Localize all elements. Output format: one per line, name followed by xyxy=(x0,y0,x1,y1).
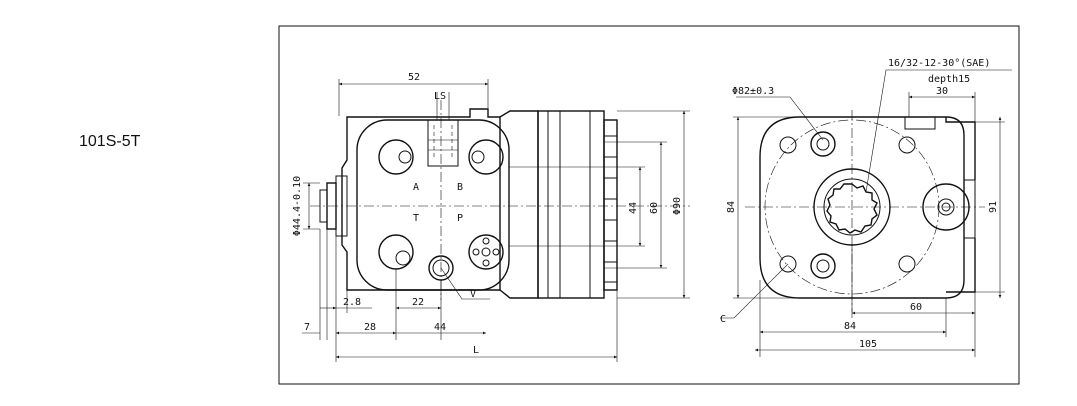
port-v-label: V xyxy=(470,289,476,300)
port-ls-label: LS xyxy=(434,91,446,102)
drawing-frame xyxy=(278,25,1020,385)
dim-60-label: 60 xyxy=(649,202,660,214)
dim-44-right-label: 44 xyxy=(628,202,639,214)
dim-dia82-label: Φ82±0.3 xyxy=(732,86,774,97)
dim-30-label: 30 xyxy=(936,86,948,97)
front-dim-105-label: 105 xyxy=(859,339,877,350)
front-dim-60-label: 60 xyxy=(910,302,922,313)
dim-28-label: 28 xyxy=(364,322,376,333)
front-dim-84-label: 84 xyxy=(844,321,856,332)
model-label: 101S-5T xyxy=(79,133,141,150)
side-view: 52 LS A B T P V Φ44.4-0.10 2.8 22 7 28 4… xyxy=(292,72,690,362)
dim-84-left-label: 84 xyxy=(726,201,737,213)
dim-L-label: L xyxy=(473,345,479,356)
dim-52-label: 52 xyxy=(408,72,420,83)
dim-22-label: 22 xyxy=(412,297,424,308)
label-c: C xyxy=(720,314,726,325)
spline-depth-label: depth15 xyxy=(928,74,970,85)
dim-7-label: 7 xyxy=(304,322,310,333)
spline-spec-label: 16/32-12-30°(SAE) xyxy=(888,58,990,69)
front-view: 16/32-12-30°(SAE) depth15 30 Φ82±0.3 84 … xyxy=(720,58,1012,357)
port-a-label: A xyxy=(413,182,419,193)
dim-44-bottom-label: 44 xyxy=(434,322,446,333)
dim-2-8-label: 2.8 xyxy=(343,297,361,308)
dim-dia90-label: Φ90 xyxy=(672,197,683,215)
port-p-label: P xyxy=(457,213,463,224)
dim-91-label: 91 xyxy=(988,201,999,213)
port-t-label: T xyxy=(413,213,419,224)
port-b-label: B xyxy=(457,182,463,193)
dim-dia44-label: Φ44.4-0.10 xyxy=(292,176,303,236)
